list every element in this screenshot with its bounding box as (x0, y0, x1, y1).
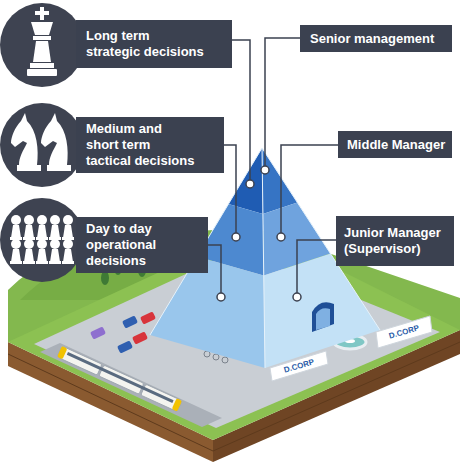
car (117, 340, 133, 353)
pyramid-band-senior (228, 148, 263, 214)
king-icon (35, 11, 49, 15)
leader-dot (217, 293, 225, 301)
leader-dot (246, 180, 254, 188)
pawn-icon (36, 239, 48, 264)
king-icon (33, 41, 51, 62)
pyramid-band-junior (264, 254, 380, 368)
leader-line (208, 245, 221, 297)
car (122, 315, 138, 328)
rail-track (40, 343, 222, 427)
pawn-icon (49, 239, 61, 264)
pawn-icon (10, 239, 22, 264)
knight-icon (11, 113, 41, 171)
car (132, 331, 148, 344)
leader-line (281, 145, 338, 237)
train-windows (67, 352, 174, 403)
pawn-icon (62, 215, 74, 240)
car (90, 326, 106, 339)
king-icon (33, 36, 51, 40)
leader-dot (277, 233, 285, 241)
management-level-label: Junior Manager (Supervisor) (336, 216, 454, 266)
train-nose (57, 346, 67, 359)
king-icon (31, 22, 53, 35)
label-text: Long term strategic decisions (86, 28, 206, 60)
king-icon (27, 69, 57, 76)
label-text: Day to day operational decisions (86, 221, 186, 269)
label-text: Senior management (310, 31, 448, 47)
pyramid-band-junior (150, 257, 265, 369)
label-text: Medium and short term tactical decisions (86, 121, 196, 169)
icon-circle (0, 198, 84, 282)
pawn-icon (23, 215, 35, 240)
entrance-canopy (312, 302, 334, 332)
leader-line (224, 145, 236, 237)
icon-circle (0, 3, 84, 87)
pyramid-band-senior (262, 148, 297, 214)
management-level-label: Senior management (300, 25, 452, 52)
leader-line (297, 240, 336, 297)
management-level-label: Middle Manager (338, 131, 452, 158)
leader-dot (261, 166, 269, 174)
tree (101, 271, 109, 285)
label-text: Middle Manager (347, 137, 448, 153)
leader-dot (232, 233, 240, 241)
leader-line (232, 40, 250, 184)
company-sign (376, 316, 432, 348)
pawn-icon (36, 215, 48, 240)
leader-line (265, 38, 300, 170)
bike (222, 357, 228, 363)
king-icon (30, 63, 54, 68)
bike (213, 354, 219, 360)
pavement (34, 250, 440, 428)
pawn-icon (10, 215, 22, 240)
decision-level-label: Day to day operational decisions (76, 217, 208, 273)
car (140, 311, 156, 324)
entrance-door (316, 308, 330, 330)
label-text: Junior Manager (Supervisor) (344, 225, 448, 257)
leader-dot (293, 293, 301, 301)
knight-icon (41, 113, 71, 171)
decision-level-label: Long term strategic decisions (76, 20, 232, 68)
icon-circle (0, 103, 84, 187)
pawn-icon (23, 239, 35, 264)
pawn-icon (49, 215, 61, 240)
pyramid-edge (262, 148, 265, 368)
decision-level-label: Medium and short term tactical decisions (76, 117, 224, 173)
pawn-icon (62, 239, 74, 264)
